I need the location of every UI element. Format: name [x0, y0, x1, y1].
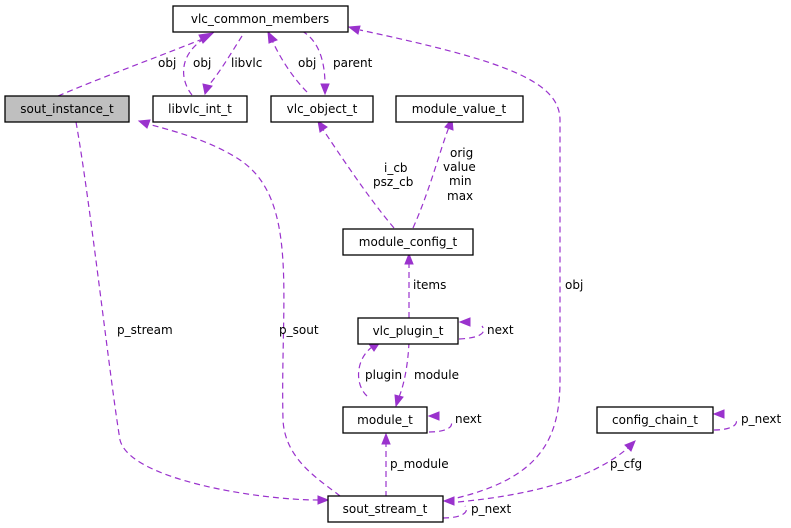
edge-plugin-to-config [404, 252, 414, 318]
svg-text:module_config_t: module_config_t [359, 235, 458, 249]
edge-plugin-to-module [394, 341, 410, 408]
label-obj: obj [565, 278, 583, 292]
label-p-module: p_module [390, 457, 449, 471]
svg-text:sout_instance_t: sout_instance_t [20, 102, 114, 116]
node-module-value-t[interactable]: module_value_t [395, 95, 524, 123]
node-sout-instance-t[interactable]: sout_instance_t [4, 95, 130, 123]
svg-text:module_value_t: module_value_t [412, 102, 507, 116]
node-vlc-object-t[interactable]: vlc_object_t [270, 95, 374, 123]
label-psz-cb: psz_cb [373, 175, 413, 189]
svg-text:sout_stream_t: sout_stream_t [343, 502, 428, 516]
label-parent: parent [333, 56, 373, 70]
node-vlc-common-members[interactable]: vlc_common_members [172, 5, 349, 33]
label-p-next: p_next [471, 502, 511, 516]
label-next: next [487, 323, 514, 337]
node-config-chain-t[interactable]: config_chain_t [596, 406, 714, 434]
node-sout-stream-t[interactable]: sout_stream_t [327, 495, 444, 523]
node-vlc-plugin-t[interactable]: vlc_plugin_t [357, 317, 459, 345]
label-next: next [455, 412, 482, 426]
edge-chain-self-next [712, 409, 737, 431]
edge-stream-to-common [347, 25, 561, 501]
label-plugin: plugin [365, 368, 402, 382]
label-module: module [414, 368, 459, 382]
edge-config-to-vlcobj [317, 119, 395, 229]
svg-text:vlc_common_members: vlc_common_members [191, 12, 329, 26]
label-p-next: p_next [741, 412, 781, 426]
label-i-cb: i_cb [384, 161, 408, 175]
node-module-config-t[interactable]: module_config_t [342, 228, 474, 256]
label-obj: obj [193, 56, 211, 70]
label-obj: obj [158, 56, 176, 70]
svg-text:config_chain_t: config_chain_t [612, 413, 698, 427]
node-module-t[interactable]: module_t [342, 406, 428, 434]
svg-text:vlc_object_t: vlc_object_t [287, 102, 358, 116]
label-p-stream: p_stream [117, 323, 173, 337]
edge-common-to-vlcobj-parent [301, 30, 330, 96]
label-p-cfg: p_cfg [610, 457, 642, 471]
edge-stream-self-next [442, 496, 467, 519]
edge-stream-to-instance [137, 119, 341, 497]
label-libvlc: libvlc [231, 56, 262, 70]
node-libvlc-int-t[interactable]: libvlc_int_t [152, 95, 248, 123]
edge-plugin-self-next [458, 317, 485, 340]
label-max: max [447, 189, 473, 203]
edge-stream-to-module [381, 432, 391, 497]
edge-instance-to-stream [75, 121, 330, 505]
edge-libvlc-to-common-obj [182, 37, 206, 96]
label-p-sout: p_sout [279, 323, 319, 337]
edge-stream-to-chainer [457, 440, 636, 503]
label-obj: obj [298, 56, 316, 70]
label-items: items [413, 278, 446, 292]
edge-common-to-libvlc [202, 35, 243, 96]
svg-text:module_t: module_t [357, 413, 413, 427]
label-min: min [449, 174, 472, 188]
svg-text:vlc_plugin_t: vlc_plugin_t [373, 324, 444, 338]
svg-text:libvlc_int_t: libvlc_int_t [168, 102, 232, 116]
edge-sout-instance-to-common [57, 32, 215, 97]
label-value: value [443, 160, 476, 174]
edge-module-self-next [427, 411, 453, 433]
label-orig: orig [450, 146, 473, 160]
edge-vlcobj-to-common [267, 30, 308, 93]
